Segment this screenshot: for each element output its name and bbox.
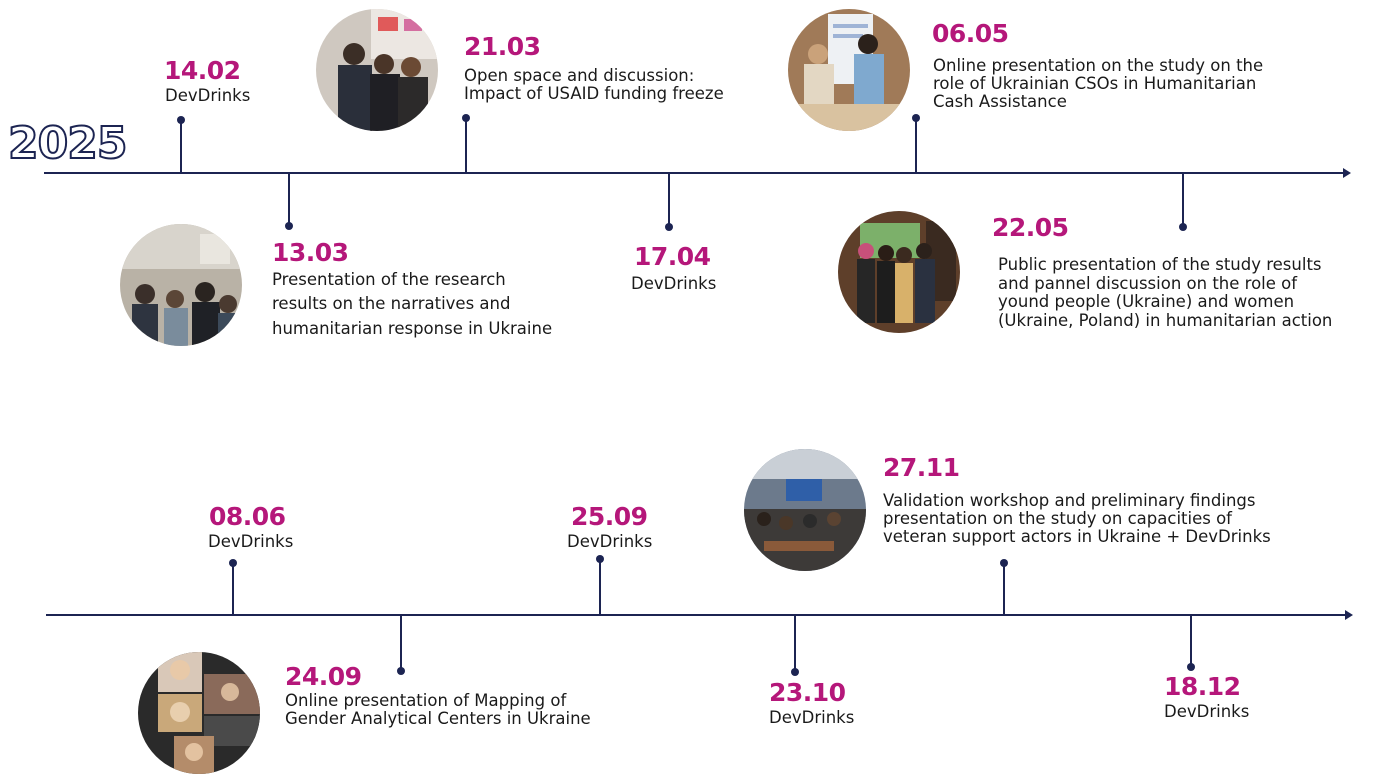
- timeline-axis-top: [44, 168, 1351, 178]
- event-description: DevDrinks: [1164, 702, 1250, 721]
- event-tick: [599, 561, 601, 615]
- timeline-axis-bottom: [46, 610, 1353, 620]
- event-description: Public presentation of the study results…: [998, 255, 1333, 330]
- event-date: 14.02: [164, 56, 241, 85]
- event-date: 24.09: [285, 662, 362, 691]
- event-tick: [668, 173, 670, 226]
- event-photo: [120, 224, 242, 346]
- event-dot: [462, 114, 470, 122]
- event-photo-image: [788, 9, 910, 131]
- event-date: 18.12: [1164, 672, 1241, 701]
- event-tick: [915, 118, 917, 173]
- event-dot: [665, 223, 673, 231]
- event-dot: [1179, 223, 1187, 231]
- event-description: Open space and discussion:Impact of USAI…: [464, 66, 724, 104]
- event-tick: [1190, 615, 1192, 667]
- event-photo: [788, 9, 910, 131]
- event-dot: [1187, 663, 1195, 671]
- event-description: DevDrinks: [208, 532, 294, 551]
- event-dot: [285, 222, 293, 230]
- event-tick: [1182, 173, 1184, 226]
- event-dot: [397, 667, 405, 675]
- event-description: DevDrinks: [631, 274, 717, 293]
- event-date: 22.05: [992, 213, 1069, 242]
- event-photo-image: [838, 211, 960, 333]
- event-photo: [744, 449, 866, 571]
- event-date: 21.03: [464, 32, 541, 61]
- event-date: 25.09: [571, 502, 648, 531]
- event-date: 13.03: [272, 238, 349, 267]
- event-date: 17.04: [634, 242, 711, 271]
- event-date: 23.10: [769, 678, 846, 707]
- event-description: DevDrinks: [769, 708, 855, 727]
- event-tick: [400, 615, 402, 670]
- event-dot: [596, 555, 604, 563]
- event-dot: [1000, 559, 1008, 567]
- event-tick: [1003, 563, 1005, 615]
- event-tick: [794, 615, 796, 671]
- event-tick: [180, 120, 182, 173]
- year-label: 2025: [7, 117, 128, 170]
- event-photo-image: [316, 9, 438, 131]
- event-tick: [465, 118, 467, 173]
- arrow-right-icon: [1345, 610, 1353, 620]
- event-photo: [138, 652, 260, 774]
- event-photo-image: [138, 652, 260, 774]
- event-photo: [316, 9, 438, 131]
- event-dot: [177, 116, 185, 124]
- event-tick: [288, 173, 290, 225]
- event-photo-image: [120, 224, 242, 346]
- event-description: DevDrinks: [567, 532, 653, 551]
- arrow-right-icon: [1343, 168, 1351, 178]
- event-description: DevDrinks: [165, 86, 251, 105]
- event-dot: [791, 668, 799, 676]
- event-date: 27.11: [883, 453, 960, 482]
- event-photo: [838, 211, 960, 333]
- event-date: 06.05: [932, 19, 1009, 48]
- event-date: 08.06: [209, 502, 286, 531]
- event-description: Validation workshop and preliminary find…: [883, 491, 1271, 547]
- event-tick: [232, 563, 234, 615]
- event-dot: [229, 559, 237, 567]
- event-photo-image: [744, 449, 866, 571]
- event-dot: [912, 114, 920, 122]
